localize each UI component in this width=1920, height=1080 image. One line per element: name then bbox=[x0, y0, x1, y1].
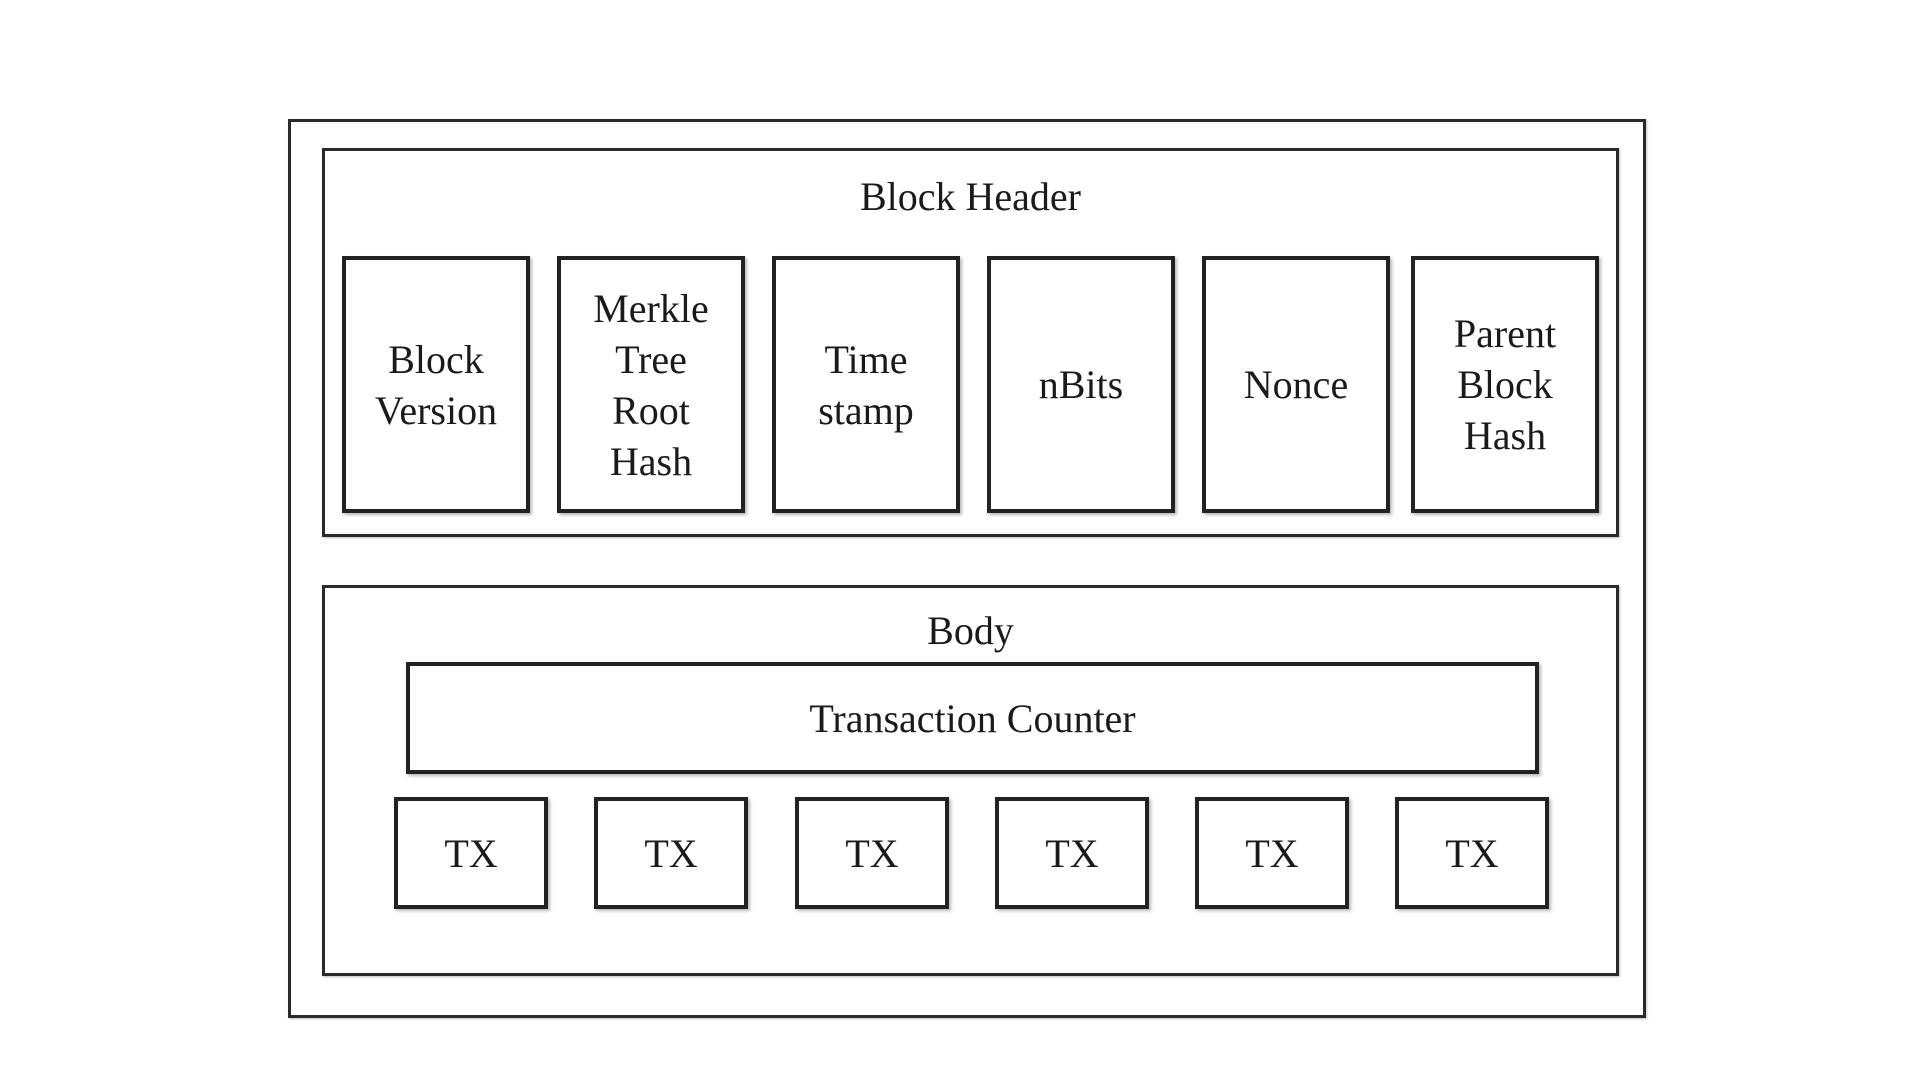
transaction-counter-box: Transaction Counter bbox=[406, 662, 1539, 774]
timestamp-field: Time stamp bbox=[772, 256, 960, 513]
nbits-label: nBits bbox=[1038, 362, 1124, 407]
parent-block-hash-field: Parent Block Hash bbox=[1411, 256, 1599, 513]
nonce-field: Nonce bbox=[1202, 256, 1390, 513]
merkle-root-field: Merkle Tree Root Hash bbox=[557, 256, 745, 513]
transaction-box: TX bbox=[995, 797, 1149, 909]
block-header-title: Block Header bbox=[859, 174, 1081, 219]
transaction-box: TX bbox=[594, 797, 748, 909]
merkle-root-label: Merkle Tree Root Hash bbox=[593, 285, 709, 484]
transaction-box: TX bbox=[394, 797, 548, 909]
block-header-group: Block Header bbox=[322, 148, 1619, 537]
transaction-box: TX bbox=[1195, 797, 1349, 909]
transaction-box: TX bbox=[795, 797, 949, 909]
timestamp-label: Time stamp bbox=[818, 336, 914, 433]
parent-block-hash-label: Parent Block Hash bbox=[1453, 311, 1557, 458]
block-body-title: Body bbox=[927, 608, 1014, 653]
nonce-label: Nonce bbox=[1243, 362, 1349, 407]
block-version-label: Block Version bbox=[374, 336, 498, 433]
transaction-box: TX bbox=[1395, 797, 1549, 909]
nbits-field: nBits bbox=[987, 256, 1175, 513]
block-version-field: Block Version bbox=[342, 256, 530, 513]
block-body-group: Body bbox=[322, 585, 1619, 976]
